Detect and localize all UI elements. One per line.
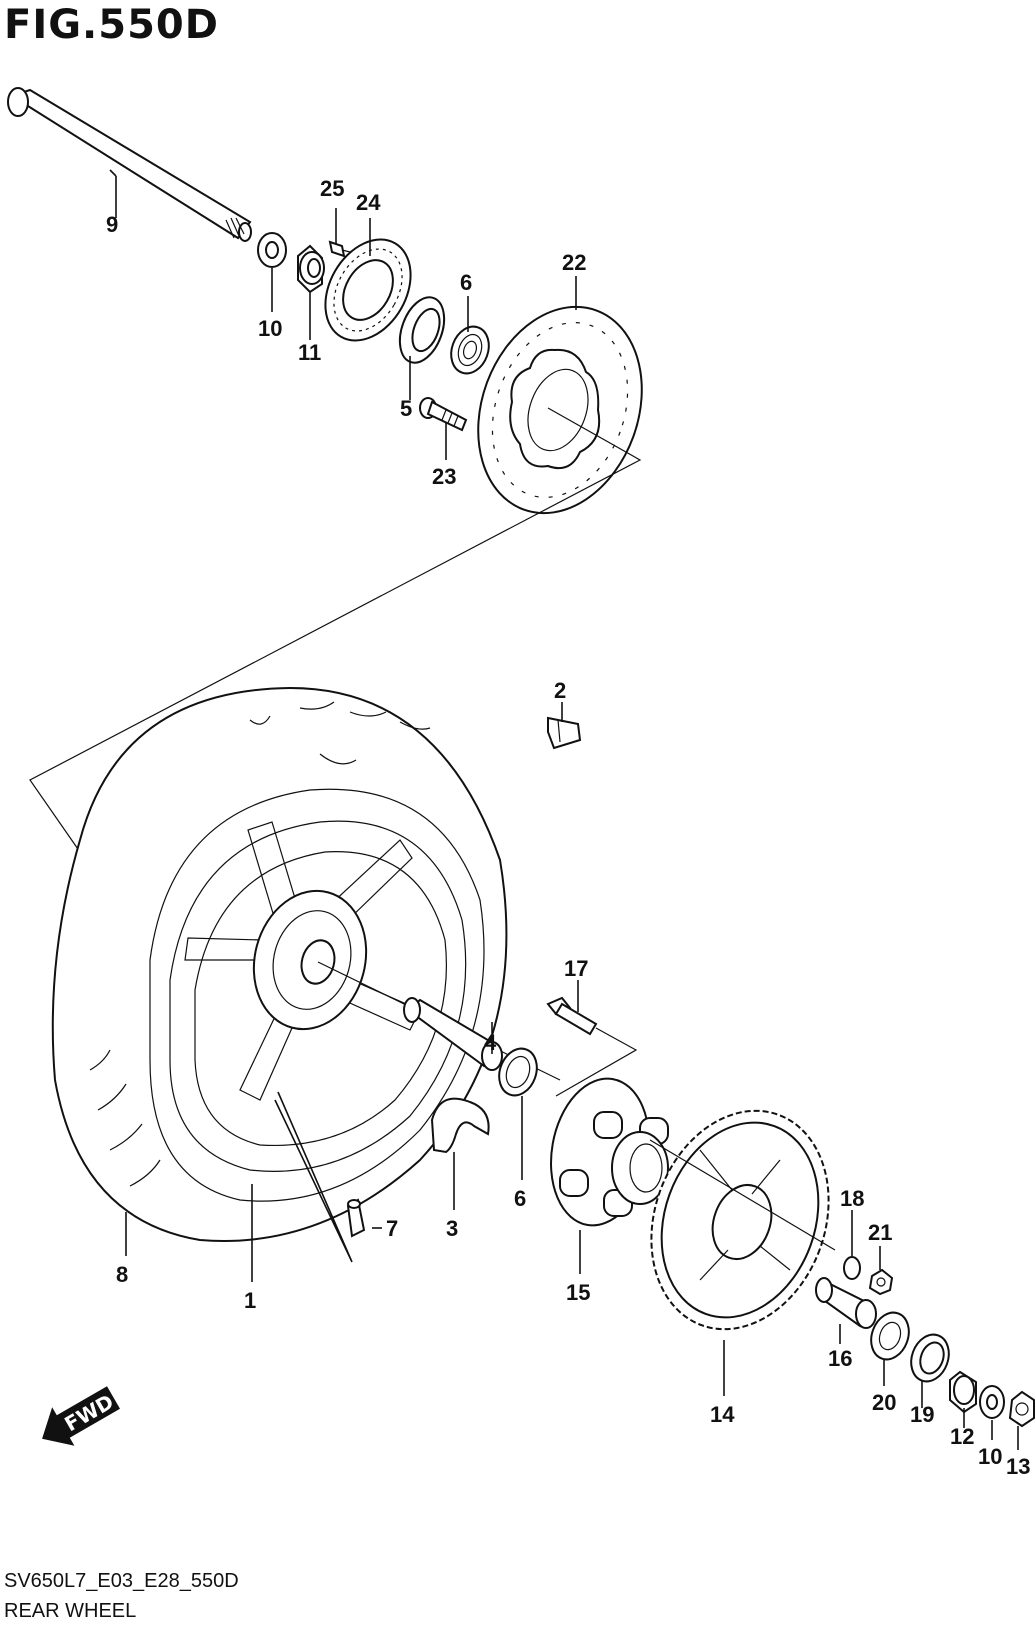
- callout-23: 23: [432, 464, 456, 489]
- axle-shaft: [7, 87, 252, 242]
- washer-top: [257, 232, 287, 268]
- fwd-arrow: FWD: [42, 1386, 121, 1446]
- callout-18: 18: [840, 1186, 864, 1211]
- rubber-damper: [430, 1097, 490, 1154]
- sprocket-spacer: [815, 1277, 877, 1329]
- collar-spacer: [297, 244, 325, 294]
- callout-3: 3: [446, 1216, 458, 1241]
- callout-11: 11: [298, 340, 321, 365]
- callout-numbers: 9 10 11 25 24 5 6 23 22 2 4 6 3 7 8 1 17…: [106, 176, 1030, 1479]
- callout-6-lower: 6: [514, 1186, 526, 1211]
- bearing-lower: [498, 1047, 538, 1097]
- callout-16: 16: [828, 1346, 852, 1371]
- callout-25: 25: [320, 176, 344, 201]
- callout-2: 2: [554, 678, 566, 703]
- callout-8: 8: [116, 1262, 128, 1287]
- callout-1: 1: [244, 1288, 256, 1313]
- brake-disc: [477, 305, 643, 515]
- callout-6-top: 6: [460, 270, 472, 295]
- sprocket-nut: [868, 1268, 894, 1296]
- callout-10-top: 10: [258, 316, 282, 341]
- tire-valve: [346, 1198, 366, 1238]
- leader-lines: [109, 169, 1019, 1450]
- callout-12: 12: [950, 1424, 974, 1449]
- sensor-bolt: [328, 240, 351, 258]
- callout-4: 4: [484, 1030, 497, 1055]
- sprocket-hub: [550, 1077, 669, 1227]
- callout-13: 13: [1006, 1454, 1030, 1479]
- callout-21: 21: [868, 1220, 892, 1245]
- cush-damper: [547, 716, 582, 750]
- callout-5: 5: [400, 396, 412, 421]
- callout-19: 19: [910, 1402, 934, 1427]
- bearing-20: [870, 1311, 910, 1361]
- figure-title: FIG.550D: [4, 2, 219, 48]
- rear-wheel-tire: [51, 686, 508, 1242]
- figure-code: SV650L7_E03_E28_550D: [4, 1570, 239, 1592]
- callout-17: 17: [564, 956, 588, 981]
- callout-20: 20: [872, 1390, 896, 1415]
- callout-10-lower: 10: [978, 1444, 1002, 1469]
- fwd-label: FWD: [60, 1389, 117, 1436]
- washer-lower: [979, 1385, 1005, 1419]
- callout-9: 9: [106, 212, 118, 237]
- callout-22: 22: [562, 250, 586, 275]
- callout-14: 14: [710, 1402, 735, 1427]
- oil-seal-19: [910, 1333, 950, 1383]
- disc-bolt: [419, 397, 468, 432]
- oil-seal: [398, 296, 446, 364]
- figure-name: REAR WHEEL: [4, 1600, 137, 1622]
- washer-18: [843, 1256, 861, 1280]
- spacer-12: [949, 1370, 977, 1414]
- axle-nut: [1008, 1390, 1035, 1428]
- abs-sensor-ring: [324, 238, 412, 342]
- bearing-top: [450, 325, 490, 375]
- sprocket-bolt: [546, 996, 598, 1036]
- callout-15: 15: [566, 1280, 590, 1305]
- wheel-spacer-tube: [403, 997, 503, 1071]
- callout-24: 24: [356, 190, 381, 215]
- callout-7: 7: [386, 1216, 398, 1241]
- rear-sprocket: [650, 1109, 830, 1331]
